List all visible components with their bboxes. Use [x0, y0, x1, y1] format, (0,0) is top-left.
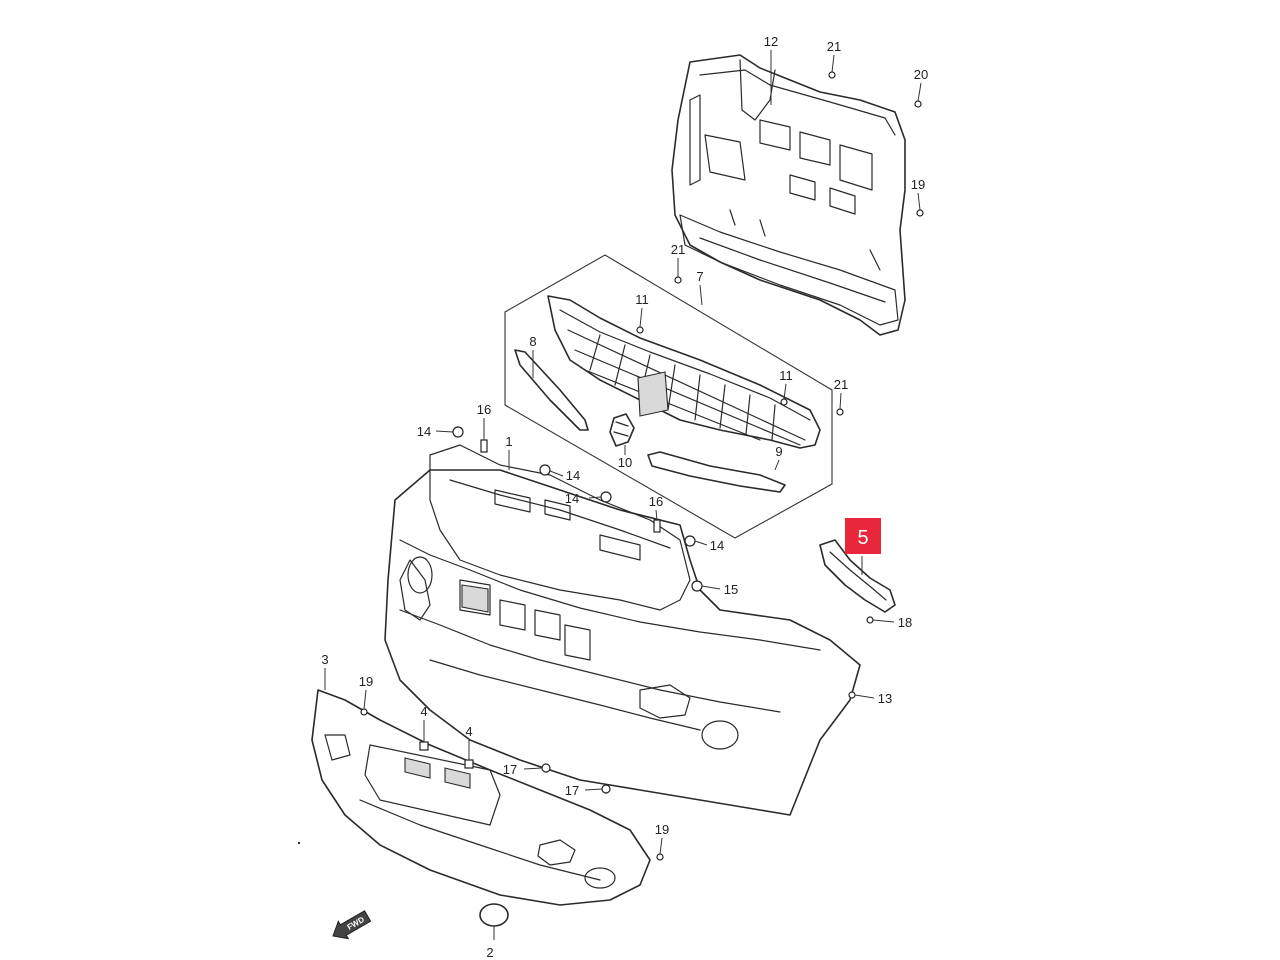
callout-12: 12 [764, 34, 778, 49]
fastener-4a [419, 741, 429, 751]
callout-21-top: 21 [827, 39, 841, 54]
highlight-box[interactable] [845, 518, 881, 554]
fastener-21c [836, 408, 844, 416]
part-12-upper-panel [671, 54, 906, 336]
fastener-20 [914, 100, 922, 108]
callout-11-top: 11 [635, 292, 649, 307]
fastener-19c [656, 853, 664, 861]
callout-14-mid: 14 [566, 468, 580, 483]
fastener-14a [452, 426, 464, 438]
callout-13: 13 [878, 691, 892, 706]
grille-mesh [567, 329, 806, 446]
callout-14-left: 14 [417, 424, 431, 439]
callout-17-top: 17 [503, 762, 517, 777]
callout-21-mid: 21 [671, 242, 685, 257]
part-10-emblem [609, 413, 635, 447]
leader-lines [324, 50, 922, 855]
fastener-21b [674, 276, 682, 284]
fastener-16b [653, 519, 661, 533]
callout-4-left: 4 [420, 704, 427, 719]
callout-17-bottom: 17 [565, 783, 579, 798]
callout-3: 3 [321, 652, 328, 667]
callout-2: 2 [486, 945, 493, 960]
fastener-16a [480, 439, 488, 453]
fwd-arrow-icon: FWD [332, 910, 372, 940]
fastener-14b [539, 464, 551, 476]
part-1-front-bumper [384, 444, 861, 816]
callout-14-center: 14 [565, 491, 579, 506]
callout-9: 9 [775, 444, 782, 459]
fastener-11b [780, 398, 788, 406]
callout-8: 8 [529, 334, 536, 349]
stray-dot [297, 841, 301, 845]
grille-group-outline [504, 254, 833, 539]
callout-11-right: 11 [779, 368, 793, 383]
callout-10: 10 [618, 455, 632, 470]
callout-15: 15 [724, 582, 738, 597]
callout-19-left: 19 [359, 674, 373, 689]
callout-7: 7 [696, 269, 703, 284]
fastener-18 [866, 616, 874, 624]
fastener-11a [636, 326, 644, 334]
fastener-19a [916, 209, 924, 217]
part-2-tow-cap [479, 903, 509, 940]
part-7-front-grille [547, 295, 821, 449]
callout-19-bottom: 19 [655, 822, 669, 837]
callout-4-right: 4 [465, 724, 472, 739]
fastener-14c [600, 491, 612, 503]
callout-19-top: 19 [911, 177, 925, 192]
callout-14-right: 14 [710, 538, 724, 553]
fastener-17a [541, 763, 551, 773]
callout-16-left: 16 [477, 402, 491, 417]
fastener-4b [464, 759, 474, 769]
callout-16-right: 16 [649, 494, 663, 509]
callout-21-right: 21 [834, 377, 848, 392]
fastener-13 [848, 691, 856, 699]
callout-18: 18 [898, 615, 912, 630]
callout-1: 1 [505, 434, 512, 449]
callout-20: 20 [914, 67, 928, 82]
fastener-17b [601, 784, 611, 794]
highlight-marker-part-5[interactable]: 5 [845, 518, 881, 554]
fastener-15 [691, 580, 703, 592]
fastener-19b [360, 708, 368, 716]
fastener-14d [684, 535, 696, 547]
fastener-21a [828, 71, 836, 79]
callout-labels: 12 21 20 19 21 7 11 8 11 21 14 16 1 14 1… [321, 34, 928, 960]
part-9-right-molding [647, 451, 786, 493]
part-3-lower-skid [311, 689, 651, 906]
highlight-label: 5 [857, 527, 868, 549]
